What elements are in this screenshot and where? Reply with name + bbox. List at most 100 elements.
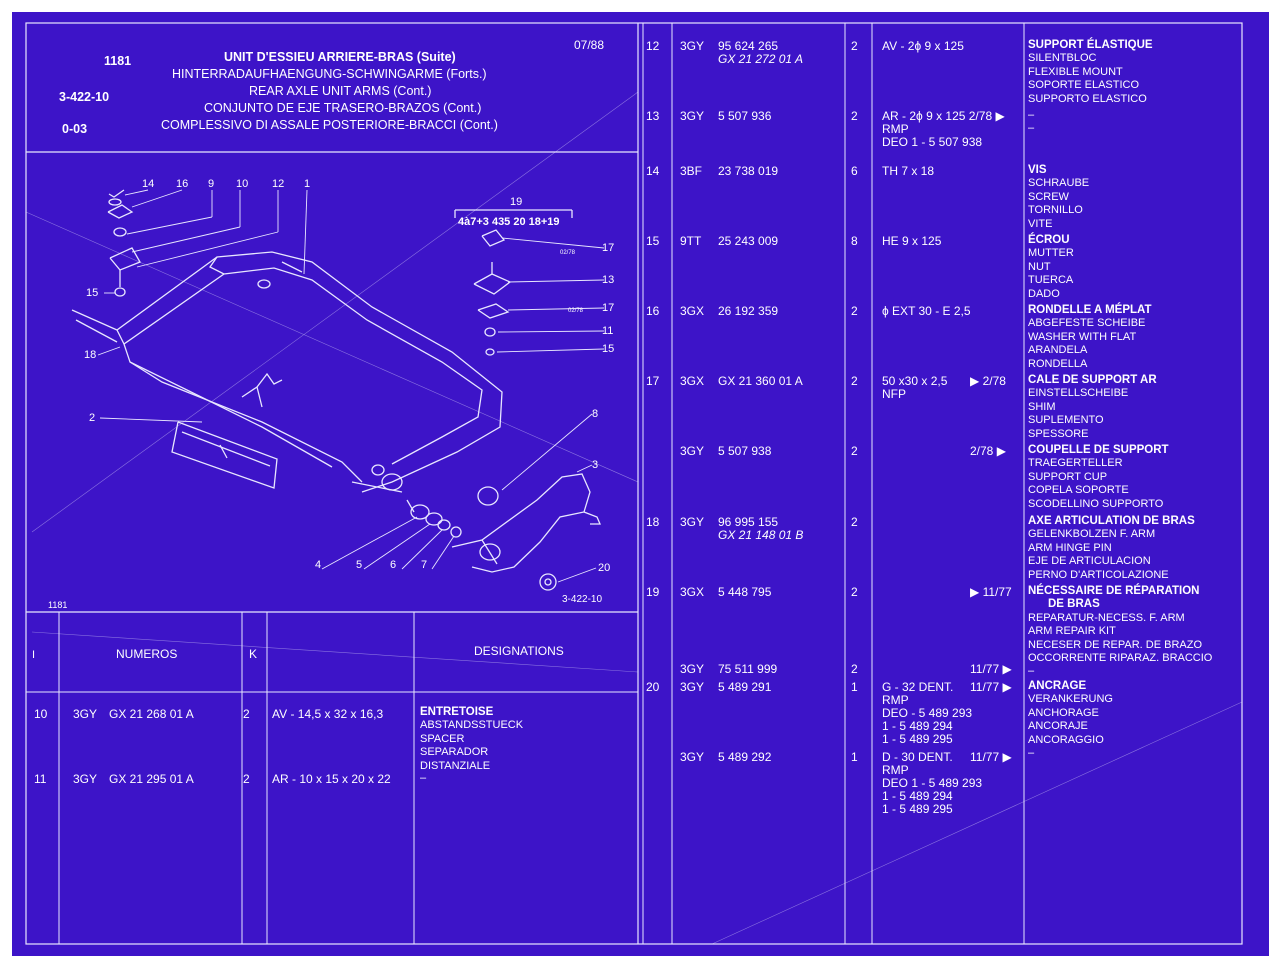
part-prefix: 3GY — [680, 515, 705, 529]
quantity: 2 — [851, 585, 858, 599]
part-prefix: 3GX — [680, 374, 705, 388]
callout: 10 — [236, 178, 249, 190]
quantity: 2 — [851, 304, 858, 318]
validity-date: 2/78 ▶ — [970, 444, 1006, 458]
kit-composition: 4à7+3 435 20 18+19 — [458, 216, 560, 228]
quantity: 2 — [851, 374, 858, 388]
part-prefix: 3BF — [680, 164, 703, 178]
specification: 1 - 5 489 295 — [882, 732, 953, 746]
specification: DEO 1 - 5 489 293 — [882, 776, 983, 790]
callout: 15 — [86, 287, 99, 299]
part-prefix: 3GY — [680, 662, 705, 676]
specification: AR - 2ϕ 9 x 125 2/78 ▶ — [882, 109, 1005, 123]
col-header-item: I — [32, 649, 36, 661]
callout: 6 — [390, 559, 397, 571]
callout: 1 — [304, 178, 311, 190]
callout: 12 — [272, 178, 285, 190]
specification: 1 - 5 489 295 — [882, 802, 953, 816]
item-number: 12 — [646, 39, 660, 53]
specification: HE 9 x 125 — [882, 234, 942, 248]
part-prefix: 3GY — [73, 707, 98, 721]
col-header-k: K — [249, 647, 258, 661]
item-number: 16 — [646, 304, 660, 318]
sheet-ruling-and-drawing — [25, 22, 1243, 945]
specification: G - 32 DENT. — [882, 680, 954, 694]
diagram-footer-page: 1181 — [48, 600, 68, 610]
specification: AV - 14,5 x 32 x 16,3 — [272, 707, 384, 721]
col-header-designations: DESIGNATIONS — [474, 644, 564, 658]
title-es: CONJUNTO DE EJE TRASERO-BRAZOS (Cont.) — [204, 101, 482, 115]
validity-date: ▶ 2/78 — [970, 374, 1006, 388]
callout: 5 — [356, 559, 363, 571]
quantity: 6 — [851, 164, 858, 178]
validity-date: ▶ 11/77 — [970, 585, 1012, 599]
callout: 17 — [602, 302, 615, 314]
part-prefix: 3GY — [680, 444, 705, 458]
specification: RMP — [882, 763, 909, 777]
title-it: COMPLESSIVO DI ASSALE POSTERIORE-BRACCI … — [161, 118, 498, 132]
sub-reference: 0-03 — [62, 122, 88, 136]
validity-date: 11/77 ▶ — [970, 680, 1012, 694]
quantity: 2 — [851, 109, 858, 123]
part-prefix: 9TT — [680, 234, 702, 248]
callout: 20 — [598, 562, 611, 574]
designation: ENTRETOISE ABSTANDSSTUECK SPACER SEPARAD… — [420, 706, 524, 772]
quantity: 2 — [851, 662, 858, 676]
group-reference: 3-422-10 — [59, 90, 110, 104]
specification: DEO - 5 489 293 — [882, 706, 973, 720]
item-number: 20 — [646, 680, 660, 694]
callout: 18 — [84, 349, 97, 361]
validity-date: 11/77 ▶ — [970, 750, 1012, 764]
callout: 15 — [602, 343, 615, 355]
title-en: REAR AXLE UNIT ARMS (Cont.) — [249, 84, 432, 98]
callout: 16 — [176, 178, 189, 190]
part-number: 5 448 795 — [718, 585, 772, 599]
part-number: 5 507 938 — [718, 444, 772, 458]
item-number: 10 — [34, 707, 48, 721]
part-number: 25 243 009 — [718, 234, 779, 248]
item-number: 14 — [646, 164, 660, 178]
part-number: GX 21 268 01 A — [109, 707, 194, 721]
quantity: 1 — [851, 680, 858, 694]
callout: 14 — [142, 178, 155, 190]
part-prefix: 3GY — [680, 39, 705, 53]
kit-callout: 19 — [510, 196, 523, 208]
alternate-part-number: GX 21 272 01 A — [718, 52, 803, 66]
specification: 1 - 5 489 294 — [882, 719, 953, 733]
validity-date: 11/77 ▶ — [970, 662, 1012, 676]
part-prefix: 3GY — [73, 772, 98, 786]
title-fr: UNIT D'ESSIEU ARRIERE-BRAS (Suite) — [224, 50, 456, 64]
specification: 1 - 5 489 294 — [882, 789, 953, 803]
part-prefix: 3GY — [680, 109, 705, 123]
quantity: 2 — [851, 515, 858, 529]
quantity: 8 — [851, 234, 858, 248]
specification: AV - 2ϕ 9 x 125 — [882, 39, 964, 53]
alternate-part-number: GX 21 148 01 B — [718, 528, 804, 542]
specification: RMP — [882, 693, 909, 707]
part-number: GX 21 360 01 A — [718, 374, 803, 388]
col-header-numeros: NUMEROS — [116, 647, 178, 661]
parts-catalog-sheet: 1181 3-422-10 0-03 07/88 UNIT D'ESSIEU A… — [12, 12, 1269, 956]
part-number: 5 489 291 — [718, 680, 772, 694]
callout: 8 — [592, 408, 599, 420]
specification: 50 x30 x 2,5 — [882, 374, 948, 388]
callout: 11 — [602, 325, 614, 337]
specification: TH 7 x 18 — [882, 164, 935, 178]
change-note: 02/78 — [560, 250, 576, 256]
callout: 9 — [208, 178, 215, 190]
part-number: 26 192 359 — [718, 304, 779, 318]
part-number: 95 624 265 — [718, 39, 779, 53]
quantity: 1 — [851, 750, 858, 764]
diagram-footer-ref: 3-422-10 — [562, 594, 603, 605]
callout: 17 — [602, 242, 615, 254]
part-number: 96 995 155 — [718, 515, 779, 529]
item-number: 17 — [646, 374, 660, 388]
page-number: 1181 — [104, 54, 132, 68]
specification: RMP — [882, 122, 909, 136]
